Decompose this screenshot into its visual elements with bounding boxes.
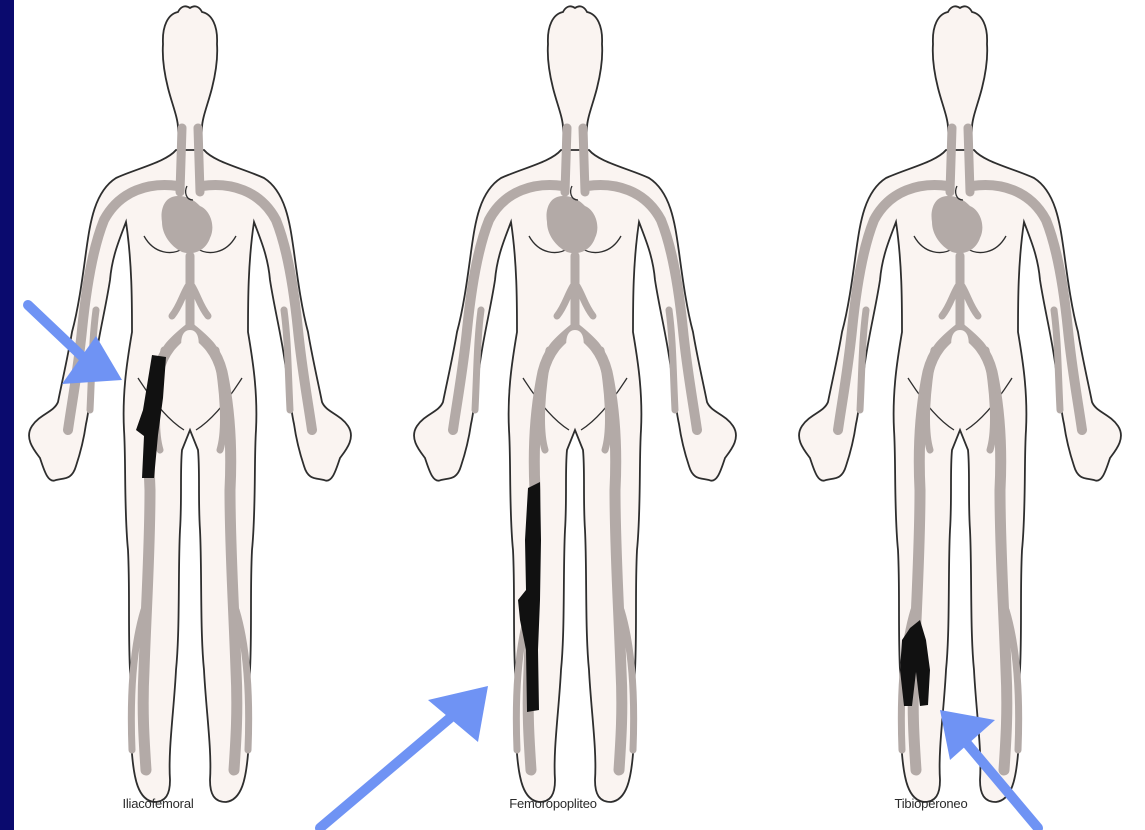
figure-femoropopliteo	[414, 6, 736, 802]
label-iliacofemoral: Iliacofemoral	[58, 796, 258, 811]
label-femoropopliteo: Femoropopliteo	[453, 796, 653, 811]
figure-tibioperoneo	[799, 6, 1121, 802]
label-tibioperoneo: Tibioperoneo	[831, 796, 1031, 811]
figure-iliacofemoral	[29, 6, 351, 802]
